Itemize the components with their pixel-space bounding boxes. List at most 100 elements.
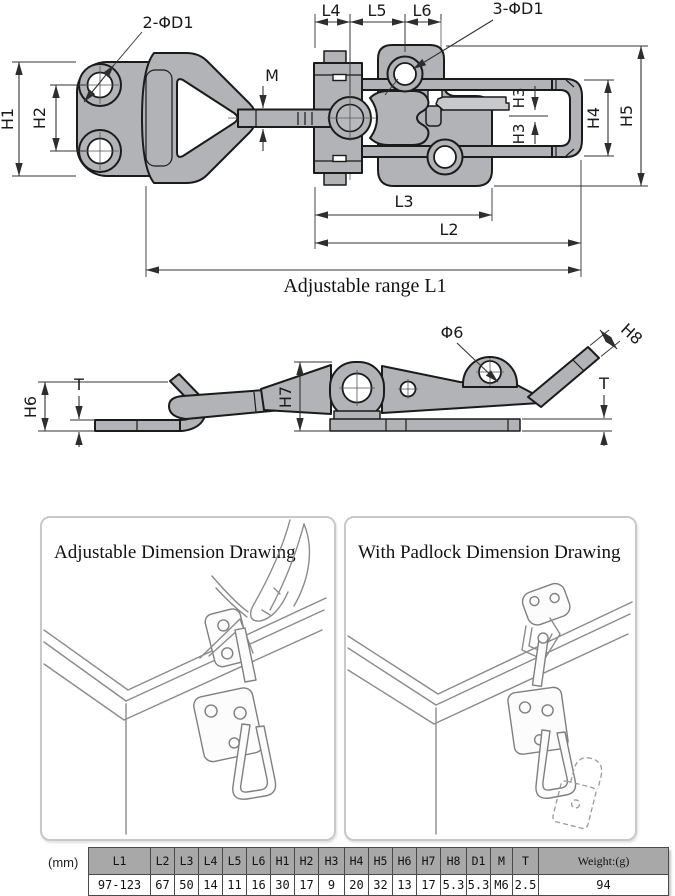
spec-value: 11 xyxy=(222,874,247,896)
col-header: L5 xyxy=(222,847,247,875)
pivot-joint xyxy=(327,95,373,141)
col-header: L1 xyxy=(88,847,151,875)
box-corner-sketch xyxy=(347,601,633,835)
latch-sketch xyxy=(193,608,277,800)
dim-label-m: M xyxy=(265,66,279,85)
latch-body-arm xyxy=(381,346,600,414)
spec-value: 16 xyxy=(246,874,271,896)
callout-base-holes: 3-ΦD1 xyxy=(384,0,544,96)
spec-value: 32 xyxy=(368,874,393,896)
dim-l3: L3 xyxy=(314,187,493,221)
spec-table-header-row: L1 L2 L3 L4 L5 L6 H1 H2 H3 H4 H5 H6 H7 H… xyxy=(88,847,669,875)
top-view-drawing: H1 H2 2-ΦD1 L4 L5 L6 3-ΦD1 M H3 H3 xyxy=(0,0,648,297)
dim-t-right: T xyxy=(522,374,612,446)
catch-plate xyxy=(435,96,510,111)
callout-label-plate-holes: 2-ΦD1 xyxy=(142,13,193,32)
callout-eyelet-dia: Φ6 xyxy=(441,323,499,383)
side-view-drawing: H6 T H7 Φ6 H8 T xyxy=(21,319,646,447)
spec-value: 50 xyxy=(174,874,199,896)
padlock-eyelet xyxy=(462,356,518,388)
col-header: H8 xyxy=(440,847,467,875)
cam-knob xyxy=(425,105,442,127)
dim-label-h3-upper: H3 xyxy=(510,88,528,109)
dim-l1: Adjustable range L1 xyxy=(145,186,581,297)
spec-value: 5.3 xyxy=(466,874,491,896)
col-header: T xyxy=(512,847,539,875)
panel-adjustable-title: Adjustable Dimension Drawing xyxy=(54,542,296,563)
dim-l2: L2 xyxy=(314,160,582,277)
dim-label-h1: H1 xyxy=(0,108,17,130)
dim-label-h4: H4 xyxy=(584,107,603,129)
callout-label-base-holes: 3-ΦD1 xyxy=(492,0,543,18)
dim-label-h5: H5 xyxy=(617,105,636,127)
dim-label-t-right: T xyxy=(598,374,609,393)
col-header: H2 xyxy=(294,847,319,875)
spec-table: L1 L2 L3 L4 L5 L6 H1 H2 H3 H4 H5 H6 H7 H… xyxy=(88,847,669,896)
panel-padlock-title: With Padlock Dimension Drawing xyxy=(358,542,621,563)
dim-h8: H8 xyxy=(589,319,646,357)
dim-h2: H2 xyxy=(30,84,86,152)
spec-value: 17 xyxy=(294,874,319,896)
callout-label-eyelet-dia: Φ6 xyxy=(441,323,464,342)
dim-label-l2: L2 xyxy=(439,220,458,239)
dim-label-t-left: T xyxy=(73,375,84,394)
dim-label-l3: L3 xyxy=(394,192,413,211)
col-header: L4 xyxy=(198,847,223,875)
spec-value: 9 xyxy=(318,874,345,896)
spec-value: 20 xyxy=(344,874,369,896)
spec-value: 5.3 xyxy=(440,874,467,896)
dim-label-l4: L4 xyxy=(321,1,340,20)
dim-h5: H5 xyxy=(446,45,648,187)
dim-label-h7: H7 xyxy=(276,386,295,408)
spec-value: 30 xyxy=(270,874,295,896)
col-header-weight: Weight:(g) xyxy=(538,847,669,875)
col-header: H7 xyxy=(416,847,441,875)
dim-h4: H4 xyxy=(584,79,614,157)
dim-label-l5: L5 xyxy=(367,1,386,20)
col-header: H6 xyxy=(392,847,417,875)
dim-h1: H1 xyxy=(0,61,76,177)
panel-adjustable-sketch xyxy=(43,519,327,835)
panel-adjustable: Adjustable Dimension Drawing xyxy=(40,516,336,841)
lever-arm xyxy=(260,364,332,415)
padlock-sketch xyxy=(552,757,603,829)
col-header: D1 xyxy=(466,847,491,875)
dim-h3-pair: H3 H3 xyxy=(509,86,548,144)
dim-t-left: T xyxy=(70,375,95,447)
callout-plate-holes: 2-ΦD1 xyxy=(83,13,194,103)
bent-tip xyxy=(527,346,600,408)
dim-l4-l5-l6: L4 L5 L6 xyxy=(314,1,442,95)
latch-sketch xyxy=(507,582,577,799)
dim-label-l6: L6 xyxy=(412,1,431,20)
spec-value: 67 xyxy=(150,874,175,896)
side-base-plate xyxy=(329,418,521,432)
col-header: H3 xyxy=(318,847,345,875)
col-header: L2 xyxy=(150,847,175,875)
box-corner-sketch xyxy=(43,597,327,835)
dim-label-h6: H6 xyxy=(21,396,40,418)
dim-label-h8: H8 xyxy=(617,319,646,348)
col-header: H1 xyxy=(270,847,295,875)
adjust-screw-hole xyxy=(398,379,418,399)
spec-value: M6 xyxy=(490,874,513,896)
panel-padlock: With Padlock Dimension Drawing xyxy=(344,516,637,841)
col-header: H5 xyxy=(368,847,393,875)
col-header: L6 xyxy=(246,847,271,875)
spec-value: 13 xyxy=(392,874,417,896)
spec-value: 17 xyxy=(416,874,441,896)
col-header: H4 xyxy=(344,847,369,875)
spec-value-weight: 94 xyxy=(538,874,669,896)
panel-padlock-sketch xyxy=(347,582,633,835)
spec-value: 14 xyxy=(198,874,223,896)
dim-m: M xyxy=(259,66,279,151)
hand-sketch xyxy=(211,519,311,622)
unit-label: (mm) xyxy=(48,855,79,870)
dim-label-l1: Adjustable range L1 xyxy=(283,275,446,297)
dim-h7: H7 xyxy=(276,361,332,432)
col-header: L3 xyxy=(174,847,199,875)
dim-label-h2: H2 xyxy=(30,107,49,129)
spec-value: 97-123 xyxy=(88,874,151,896)
spec-table-value-row: 97-123 67 50 14 11 16 30 17 9 20 32 13 1… xyxy=(88,874,669,896)
col-header: M xyxy=(490,847,513,875)
